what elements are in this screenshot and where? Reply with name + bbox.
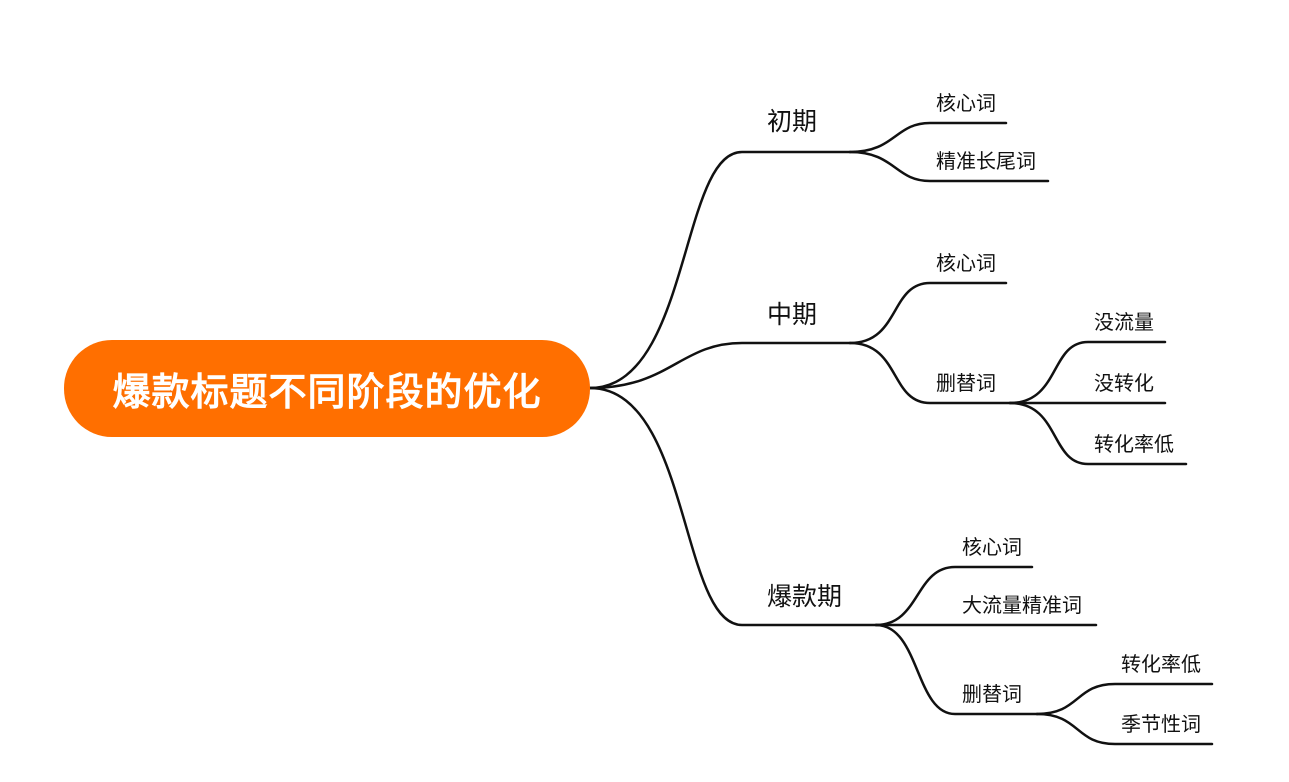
link-shantici1-meiliuliang xyxy=(1008,340,1167,405)
link-shantici1-zhuanhualv xyxy=(1008,401,1188,466)
link-shantici2-jijiexing xyxy=(1035,712,1214,746)
root-node[interactable]: 爆款标题不同阶段的优化 xyxy=(64,340,590,437)
link-root-zhongqi xyxy=(588,341,852,390)
link-chuqi-hexinci xyxy=(848,121,1008,154)
leaf-node-zhongqi-hexinci[interactable]: 核心词 xyxy=(936,251,996,275)
link-root-chuqi xyxy=(588,150,852,390)
link-zhongqi-hexinci xyxy=(848,281,1008,345)
leaf-node-chuqi-jingzhun[interactable]: 精准长尾词 xyxy=(936,149,1036,173)
link-root-baokuanqi xyxy=(588,386,878,627)
leaf-node-meiliuliang[interactable]: 没流量 xyxy=(1094,310,1154,334)
leaf-node-daliuliang[interactable]: 大流量精准词 xyxy=(962,593,1082,617)
sub-node-zhongqi-shantici[interactable]: 删替词 xyxy=(936,371,996,395)
leaf-node-zhuanhualv-1[interactable]: 转化率低 xyxy=(1094,432,1174,456)
link-baokuanqi-hexinci xyxy=(874,565,1034,627)
link-zhongqi-shantici xyxy=(848,341,1012,405)
branch-node-chuqi[interactable]: 初期 xyxy=(767,107,818,136)
leaf-node-baokuanqi-hexinci[interactable]: 核心词 xyxy=(962,535,1022,559)
link-shantici2-zhuanhualv xyxy=(1035,682,1214,716)
sub-node-baokuanqi-shantici[interactable]: 删替词 xyxy=(962,682,1022,706)
leaf-node-chuqi-hexinci[interactable]: 核心词 xyxy=(936,91,996,115)
link-chuqi-jingzhun xyxy=(848,150,1050,183)
link-baokuanqi-shantici xyxy=(874,623,1039,716)
leaf-node-meizhuanhua[interactable]: 没转化 xyxy=(1094,371,1154,395)
branch-node-baokuanqi[interactable]: 爆款期 xyxy=(767,582,843,611)
leaf-node-zhuanhualv-2[interactable]: 转化率低 xyxy=(1121,652,1201,676)
leaf-node-jijiexing[interactable]: 季节性词 xyxy=(1121,712,1201,736)
branch-node-zhongqi[interactable]: 中期 xyxy=(767,300,818,329)
